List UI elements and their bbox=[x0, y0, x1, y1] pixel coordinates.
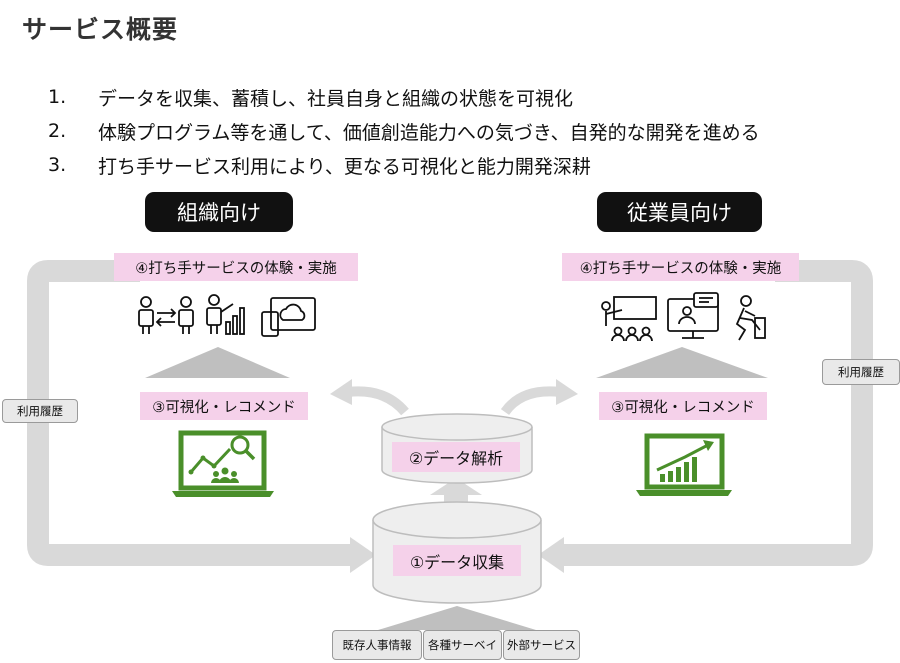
emp-usage-history-badge: 利用履歴 bbox=[822, 359, 900, 385]
analysis-to-emp-arrow bbox=[500, 386, 561, 416]
list-item-number: 3. bbox=[48, 154, 67, 176]
emp-heading: 従業員向け bbox=[597, 192, 762, 232]
collect-up-arrowhead bbox=[430, 478, 482, 495]
people-exchange-icon bbox=[138, 296, 194, 334]
list-item: 1. データを収集、蓄積し、社員自身と組織の状態を可視化 bbox=[48, 80, 760, 114]
laptop-growth-icon bbox=[636, 433, 732, 496]
analysis-to-org-arrowhead bbox=[330, 379, 352, 405]
right-loop-arrowhead bbox=[538, 537, 564, 573]
org-heading: 組織向け bbox=[145, 192, 293, 232]
list-item-text: 体験プログラム等を通して、価値創造能力への気づき、自発的な開発を進める bbox=[98, 121, 760, 144]
right-loop-arrow bbox=[560, 260, 873, 566]
source-external-services: 外部サービス bbox=[503, 630, 580, 660]
list-item-text: データを収集、蓄積し、社員自身と組織の状態を可視化 bbox=[98, 87, 574, 110]
org-visualize-label: ③可視化・レコメンド bbox=[140, 392, 308, 420]
sources-up-triangle bbox=[378, 606, 536, 630]
list-item: 3. 打ち手サービス利用により、更なる可視化と能力開発深耕 bbox=[48, 148, 760, 182]
list-item-number: 2. bbox=[48, 120, 67, 142]
page-title: サービス概要 bbox=[22, 15, 179, 44]
cloud-device-icon bbox=[261, 297, 316, 337]
list-item-text: 打ち手サービス利用により、更なる可視化と能力開発深耕 bbox=[98, 155, 591, 178]
emp-visualize-label: ③可視化・レコメンド bbox=[599, 392, 767, 420]
list-item-number: 1. bbox=[48, 86, 67, 108]
org-service-label: ④打ち手サービスの体験・実施 bbox=[114, 253, 358, 281]
source-surveys: 各種サーベイ bbox=[423, 630, 502, 660]
analysis-label: ②データ解析 bbox=[392, 442, 520, 472]
runner-icon bbox=[735, 295, 766, 341]
emp-service-label: ④打ち手サービスの体験・実施 bbox=[562, 253, 799, 281]
left-loop-arrowhead bbox=[350, 537, 376, 573]
overview-list: 1. データを収集、蓄積し、社員自身と組織の状態を可視化 2. 体験プログラム等… bbox=[48, 80, 760, 182]
collection-label: ①データ収集 bbox=[393, 545, 521, 576]
presenter-chart-icon bbox=[206, 294, 245, 335]
org-up-triangle bbox=[145, 347, 290, 378]
classroom-icon bbox=[601, 296, 657, 342]
laptop-analytics-icon bbox=[172, 430, 274, 497]
analysis-to-emp-arrowhead bbox=[556, 379, 578, 405]
org-usage-history-badge: 利用履歴 bbox=[2, 399, 78, 423]
online-meeting-icon bbox=[667, 292, 719, 339]
list-item: 2. 体験プログラム等を通して、価値創造能力への気づき、自発的な開発を進める bbox=[48, 114, 760, 148]
emp-up-triangle bbox=[596, 347, 768, 378]
source-hr-info: 既存人事情報 bbox=[332, 630, 422, 660]
analysis-to-org-arrow bbox=[347, 386, 409, 416]
